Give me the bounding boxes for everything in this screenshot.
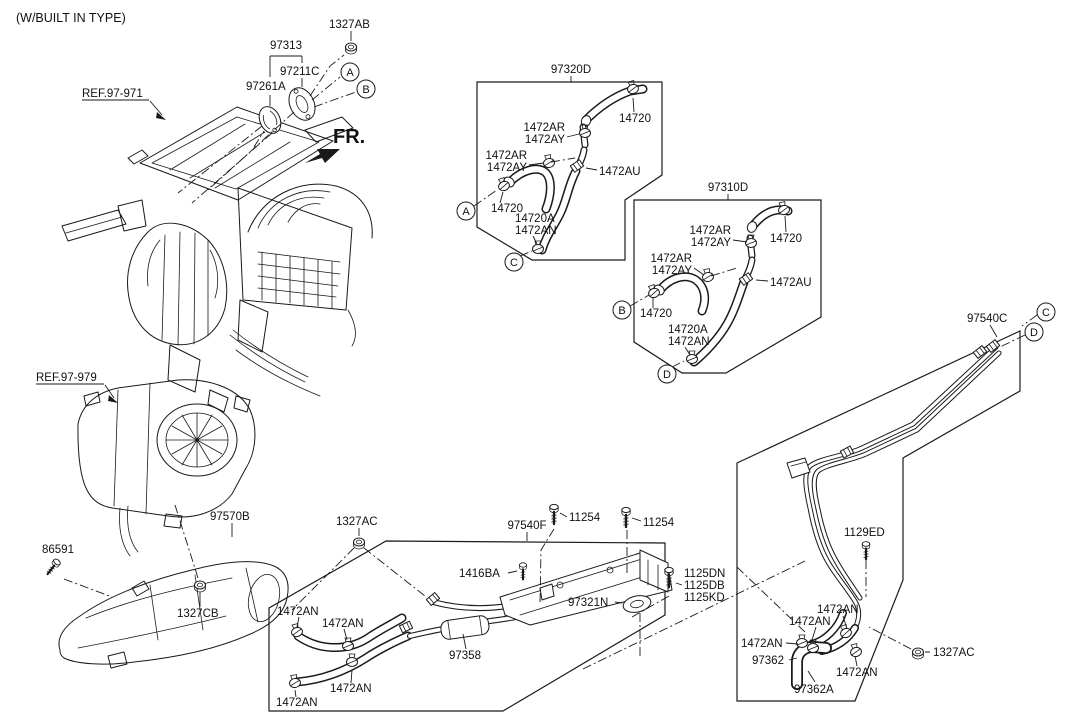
callout-a-top-label: A xyxy=(346,67,354,79)
leader-lines xyxy=(63,31,1038,698)
part-14720-left-310-label: 14720 xyxy=(640,308,672,320)
part-1472ay-1-310-label: 1472AY xyxy=(691,237,731,249)
part-1125kd-label: 1125KD xyxy=(684,592,725,604)
text-labels: (W/BUILT IN TYPE) REF.97-971 REF.97-979 … xyxy=(16,11,1007,709)
nut-1327cb-icon xyxy=(194,580,206,593)
section-outlines xyxy=(268,81,1021,712)
callout-b-top-label: B xyxy=(362,84,369,96)
part-1472an-f1-label: 1472AN xyxy=(277,606,319,618)
part-1472ay-2-320-label: 1472AY xyxy=(487,162,527,174)
nut-1327ac-left-icon xyxy=(353,537,365,550)
part-1472ar-2-310-label: 1472AR xyxy=(650,253,692,265)
callout-c-pipe-label: C xyxy=(1042,307,1050,319)
part-14720-top-310-label: 14720 xyxy=(770,233,802,245)
bolt-1416ba-icon xyxy=(518,561,528,581)
part-1327ab-label: 1327AB xyxy=(329,19,370,31)
ref-blower-label: REF.97-979 xyxy=(36,372,97,384)
part-97261a-label: 97261A xyxy=(246,81,286,93)
diagram-title: (W/BUILT IN TYPE) xyxy=(16,11,126,25)
floor-duct-sketch xyxy=(58,561,289,669)
callout-b-box310: B xyxy=(612,300,632,320)
callout-d-box310: D xyxy=(657,364,677,384)
part-1472an-310-label: 1472AN xyxy=(668,336,710,348)
part-11254-1-label: 11254 xyxy=(569,512,601,524)
part-1472an-c1-label: 1472AN xyxy=(817,604,859,616)
part-1472an-c3-label: 1472AN xyxy=(741,638,783,650)
grommet-parts-sketch xyxy=(258,87,316,134)
part-1125dn-label: 1125DN xyxy=(684,568,725,580)
callout-b-top: B xyxy=(356,79,376,99)
hvac-unit-sketch xyxy=(61,106,373,413)
part-97313-label: 97313 xyxy=(270,40,302,52)
bolt-1129ed-icon xyxy=(861,540,871,561)
part-97321n-label: 97321N xyxy=(568,597,608,609)
part-1472an-c4-label: 1472AN xyxy=(836,667,878,679)
part-11254-2-label: 11254 xyxy=(643,517,675,529)
part-1472an-f3-label: 1472AN xyxy=(330,683,372,695)
heater-pipe-97540c-sketch xyxy=(786,339,1002,690)
bolt-86591-icon xyxy=(43,556,63,578)
part-1327ac-left-label: 1327AC xyxy=(336,516,378,528)
part-86591-label: 86591 xyxy=(42,544,74,556)
reference-arrows xyxy=(36,99,340,403)
fr-direction-label: FR. xyxy=(333,126,365,148)
section-97540c-label: 97540C xyxy=(967,313,1007,325)
section-97310d-label: 97310D xyxy=(708,182,748,194)
box-97540f-outline xyxy=(268,540,666,712)
part-1472an-f4-label: 1472AN xyxy=(276,697,318,709)
part-97211c-label: 97211C xyxy=(280,66,319,78)
part-1472ay-2-310-label: 1472AY xyxy=(652,265,692,277)
part-1327ac-right-label: 1327AC xyxy=(933,647,975,659)
callout-circles: A B A C B D C D xyxy=(340,62,1056,384)
part-1472ar-1-320-label: 1472AR xyxy=(523,122,565,134)
nut-1327ac-right-icon xyxy=(912,647,924,660)
nut-1327ab-icon xyxy=(345,42,357,55)
heater-pipe-97540f-sketch xyxy=(287,549,673,689)
callout-a-top: A xyxy=(340,62,360,82)
part-97362-label: 97362 xyxy=(752,655,784,667)
callout-a-box320-label: A xyxy=(462,206,470,218)
hoses-97320d-sketch xyxy=(495,79,648,255)
ref-hvac-label: REF.97-971 xyxy=(82,88,143,100)
part-1472an-f2-label: 1472AN xyxy=(322,618,364,630)
bolt-11254-1-icon xyxy=(548,503,560,526)
hoses-97310d-sketch xyxy=(645,200,793,367)
callout-b-box310-label: B xyxy=(618,305,625,317)
part-1327cb-label: 1327CB xyxy=(177,608,219,620)
callout-d-box310-label: D xyxy=(663,369,671,381)
part-1472an-c2-label: 1472AN xyxy=(789,616,831,628)
part-1472ar-1-310-label: 1472AR xyxy=(689,225,731,237)
fastener-icons xyxy=(43,42,924,660)
fr-arrow-icon xyxy=(305,149,340,163)
part-1416ba-label: 1416BA xyxy=(459,568,500,580)
blower-unit-sketch xyxy=(77,379,256,557)
part-14720-top-320-label: 14720 xyxy=(619,113,651,125)
callout-d-pipe-label: D xyxy=(1030,327,1038,339)
part-14720a-310-label: 14720A xyxy=(668,324,708,336)
part-14720a-320-label: 14720A xyxy=(515,213,555,225)
part-14720-left-320-label: 14720 xyxy=(491,203,523,215)
part-1472ay-1-320-label: 1472AY xyxy=(525,134,565,146)
part-97570b-label: 97570B xyxy=(210,511,250,523)
box-97310d-outline xyxy=(633,199,822,374)
part-1472au-310-label: 1472AU xyxy=(770,277,812,289)
part-97362a-label: 97362A xyxy=(794,684,834,696)
part-1129ed-label: 1129ED xyxy=(844,527,885,539)
part-97358-label: 97358 xyxy=(449,650,481,662)
part-1472au-320-label: 1472AU xyxy=(599,166,641,178)
section-97540f-label: 97540F xyxy=(507,520,546,532)
part-1125db-label: 1125DB xyxy=(684,580,725,592)
callout-d-pipe: D xyxy=(1024,322,1044,342)
section-97320d-label: 97320D xyxy=(551,64,591,76)
part-1472ar-2-320-label: 1472AR xyxy=(485,150,527,162)
callout-c-pipe: C xyxy=(1036,302,1056,322)
callout-c-box320-label: C xyxy=(510,257,518,269)
bolt-11254-2-icon xyxy=(620,506,632,529)
callout-c-box320: C xyxy=(504,252,524,272)
box-97540c-outline xyxy=(736,330,1021,702)
callout-a-box320: A xyxy=(456,201,476,221)
part-1472an-320-label: 1472AN xyxy=(515,225,557,237)
box-97320d-outline xyxy=(476,81,663,261)
